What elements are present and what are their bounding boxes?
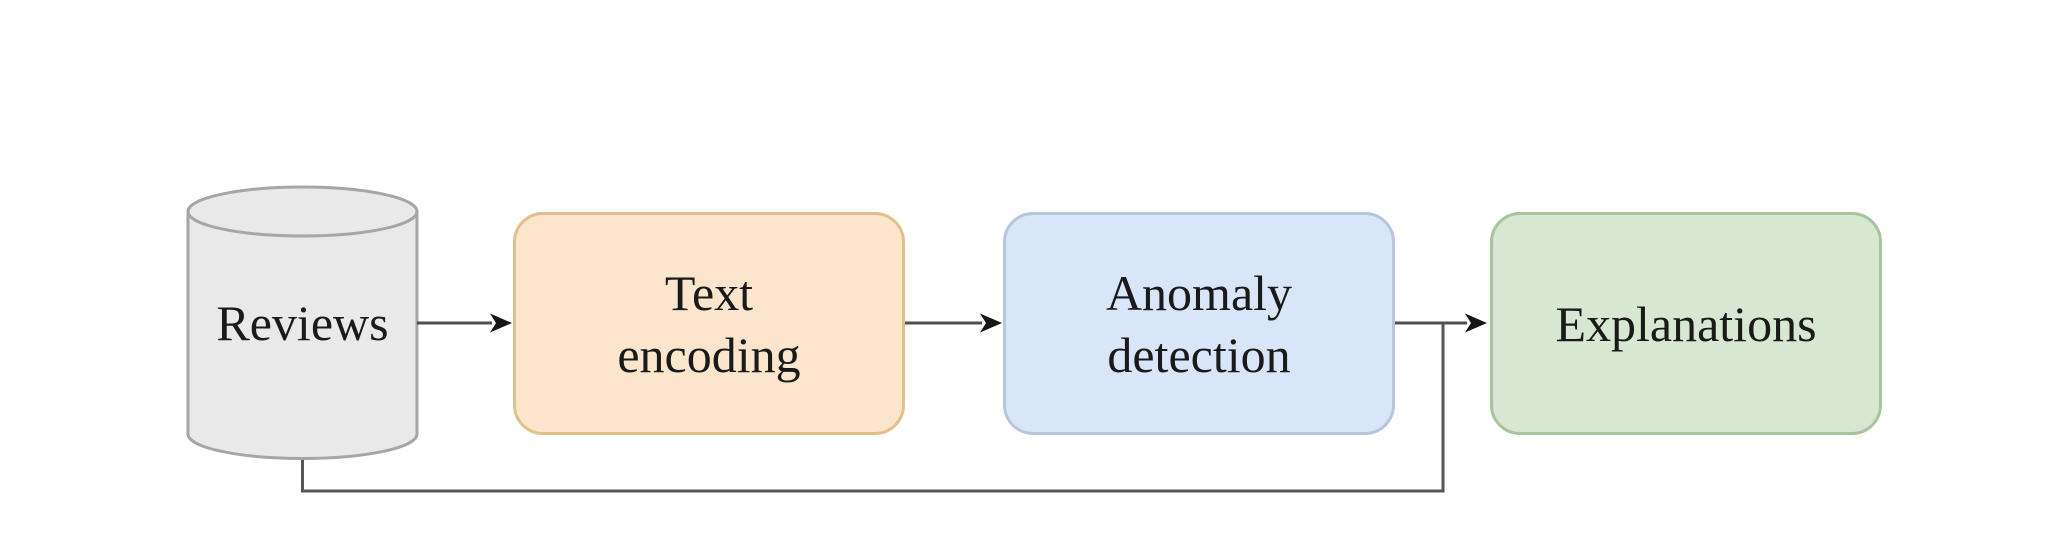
database-cylinder-rim: [186, 211, 419, 238]
arrowhead-icon: [490, 313, 512, 333]
anomaly-detection-node: Anomaly detection: [1003, 212, 1395, 435]
feedback-connector: [301, 324, 1445, 493]
anomaly-detection-label: Anomaly detection: [1105, 264, 1293, 383]
reviews-database-node: Reviews: [188, 200, 417, 446]
arrow-text-encoding-to-anomaly-detection: [905, 313, 1002, 333]
reviews-label: Reviews: [216, 295, 389, 351]
arrow-anomaly-detection-to-explanations: [1395, 313, 1487, 333]
arrowhead-icon: [1465, 313, 1487, 333]
arrowhead-icon: [980, 313, 1002, 333]
text-encoding-label: Text encoding: [617, 264, 801, 383]
arrow-reviews-to-text-encoding: [417, 313, 512, 333]
explanations-label: Explanations: [1555, 295, 1817, 352]
explanations-node: Explanations: [1490, 212, 1882, 435]
database-cylinder-shape: [186, 185, 419, 460]
text-encoding-node: Text encoding: [513, 212, 905, 435]
